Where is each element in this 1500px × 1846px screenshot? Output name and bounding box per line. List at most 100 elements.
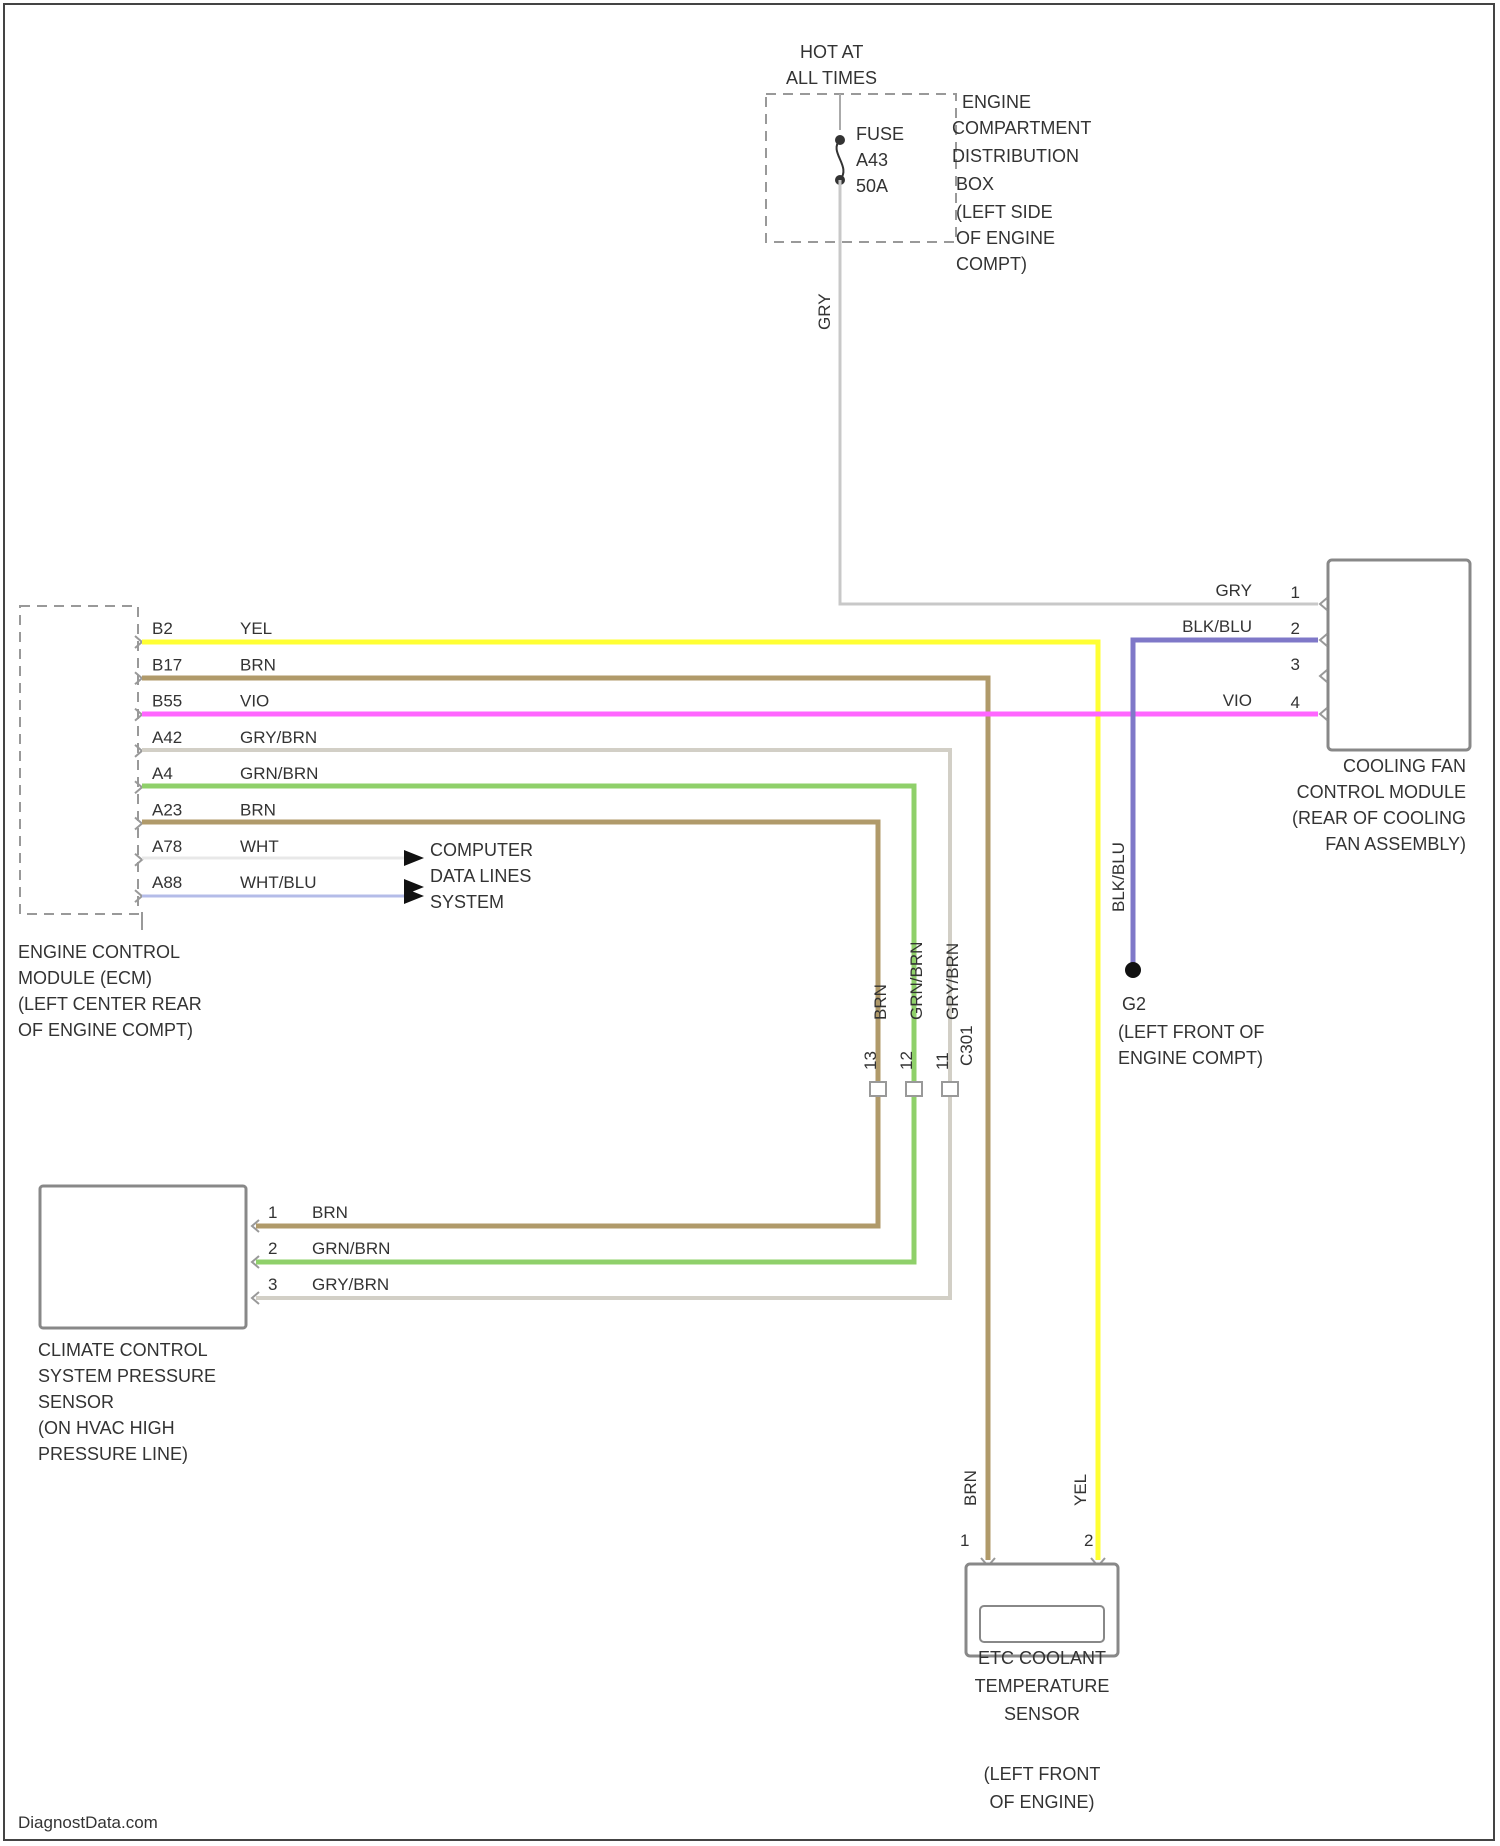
splice-pin-number: 12 <box>897 1051 916 1070</box>
ecm-pin-wire-color: YEL <box>240 619 272 638</box>
splice-terminal <box>870 1082 886 1096</box>
cooling-fan-module-box <box>1328 560 1470 750</box>
splice-terminal <box>906 1082 922 1096</box>
connector-c301-label: C301 <box>957 1025 976 1066</box>
diagram-frame <box>4 4 1494 1840</box>
wire-blk-blu <box>1133 640 1318 970</box>
pressure-sensor-pin-number: 1 <box>268 1203 277 1222</box>
wire-label-blk-blu-vertical: BLK/BLU <box>1109 842 1128 912</box>
connector-pin-mark <box>1320 598 1327 610</box>
fan-module-pin-number: 2 <box>1291 619 1300 638</box>
ground-label-line2: ENGINE COMPT) <box>1118 1048 1263 1068</box>
ecm-label-line3: (LEFT CENTER REAR <box>18 994 202 1014</box>
pressure-sensor-wire-color: BRN <box>312 1203 348 1222</box>
pressure-sensor-pin-number: 2 <box>268 1239 277 1258</box>
pressure-sensor-label-line1: CLIMATE CONTROL <box>38 1340 208 1360</box>
ecm-pin-wire-color: VIO <box>240 692 269 711</box>
ecm-outline <box>20 606 138 914</box>
ecm-pin-wire-color: GRY/BRN <box>240 728 317 747</box>
cooling-fan-module-connector: 1 GRY 2 BLK/BLU 3 4 VIO <box>1182 581 1327 720</box>
pressure-sensor-label-line4: (ON HVAC HIGH <box>38 1418 175 1438</box>
hot-at-all-times-line1: HOT AT <box>800 42 863 62</box>
ect-sensor-label-line2: TEMPERATURE <box>975 1676 1110 1696</box>
splice-wire-color: GRY/BRN <box>943 943 962 1020</box>
ecm-pin-wire-color: BRN <box>240 801 276 820</box>
pressure-sensor-wire-color: GRY/BRN <box>312 1275 389 1294</box>
wire-label-gry-feed: GRY <box>815 293 834 330</box>
watermark: DiagnostData.com <box>18 1813 158 1832</box>
connector-pin-mark <box>1320 708 1327 720</box>
distribution-box-label-line5: (LEFT SIDE <box>956 202 1053 222</box>
ecm-pin-wire-color: GRN/BRN <box>240 764 318 783</box>
connector-pin-mark <box>1320 670 1327 682</box>
data-lines-label-line3: SYSTEM <box>430 892 504 912</box>
ect-sensor-pin-number: 2 <box>1084 1531 1093 1550</box>
splice-terminal <box>942 1082 958 1096</box>
fan-module-wire-color: GRY <box>1215 581 1252 600</box>
ecm-pin-number: B17 <box>152 655 182 674</box>
ect-sensor-wire-color: BRN <box>961 1470 980 1506</box>
pressure-sensor-label-line3: SENSOR <box>38 1392 114 1412</box>
hot-at-all-times-line2: ALL TIMES <box>786 68 877 88</box>
fan-module-pin-number: 4 <box>1291 693 1300 712</box>
distribution-box-label-line4: BOX <box>956 174 994 194</box>
splice-pin-number: 11 <box>933 1052 952 1070</box>
fan-module-wire-color: BLK/BLU <box>1182 617 1252 636</box>
ecm-label-line4: OF ENGINE COMPT) <box>18 1020 193 1040</box>
fan-module-wire-color: VIO <box>1223 691 1252 710</box>
ect-sensor-wire-color: YEL <box>1071 1474 1090 1506</box>
data-lines-label-line1: COMPUTER <box>430 840 533 860</box>
splice-wire-color: BRN <box>871 984 890 1020</box>
wire-gry-brn <box>142 750 950 1298</box>
splice-pin-number: 13 <box>861 1051 880 1070</box>
ecm-label-line2: MODULE (ECM) <box>18 968 152 988</box>
ect-sensor-label-line1: ETC COOLANT <box>978 1648 1106 1668</box>
distribution-box-label-line7: COMPT) <box>956 254 1027 274</box>
connector-pin-mark <box>135 854 142 866</box>
ecm-pin-number: A78 <box>152 837 182 856</box>
connector-pin-mark <box>135 781 142 793</box>
pressure-sensor-label-line5: PRESSURE LINE) <box>38 1444 188 1464</box>
pressure-sensor-wire-color: GRN/BRN <box>312 1239 390 1258</box>
distribution-box-label-line1: ENGINE <box>962 92 1031 112</box>
ect-sensor-connector: BRN 1 YEL 2 <box>960 1470 1105 1566</box>
data-line-arrow-1 <box>404 850 424 866</box>
ground-point <box>1125 962 1141 978</box>
ect-sensor-label-line3: SENSOR <box>1004 1704 1080 1724</box>
ecm-pin-number: B2 <box>152 619 173 638</box>
ect-sensor-label-line4: (LEFT FRONT <box>984 1764 1101 1784</box>
ground-label-line1: (LEFT FRONT OF <box>1118 1022 1264 1042</box>
ect-sensor-label-line5: OF ENGINE) <box>989 1792 1094 1812</box>
fan-module-label-line1: COOLING FAN <box>1343 756 1466 776</box>
fuse-label-line3: 50A <box>856 176 888 196</box>
pressure-sensor-label-line2: SYSTEM PRESSURE <box>38 1366 216 1386</box>
wire-gry-feed <box>840 180 1318 604</box>
ecm-pin-wire-color: WHT/BLU <box>240 873 317 892</box>
fan-module-pin-number: 1 <box>1291 583 1300 602</box>
ecm-pin-number: A88 <box>152 873 182 892</box>
connector-pin-mark <box>1320 634 1327 646</box>
fan-module-pin-number: 3 <box>1291 655 1300 674</box>
data-lines-label-line2: DATA LINES <box>430 866 531 886</box>
distribution-box-label-line2: COMPARTMENT <box>952 118 1091 138</box>
ecm-pin-number: A4 <box>152 764 173 783</box>
connector-pin-mark <box>135 818 142 830</box>
ecm-pin-wire-color: BRN <box>240 655 276 674</box>
ecm-pin-number: B55 <box>152 692 182 711</box>
distribution-box-label-line6: OF ENGINE <box>956 228 1055 248</box>
distribution-box-label-line3: DISTRIBUTION <box>952 146 1079 166</box>
fuse-label-line2: A43 <box>856 150 888 170</box>
fan-module-label-line2: CONTROL MODULE <box>1297 782 1466 802</box>
fan-module-label-line4: FAN ASSEMBLY) <box>1325 834 1466 854</box>
fan-module-label-line3: (REAR OF COOLING <box>1292 808 1466 828</box>
splice-wire-color: GRN/BRN <box>907 942 926 1020</box>
ecm-pin-number: A23 <box>152 801 182 820</box>
ground-id: G2 <box>1122 994 1146 1014</box>
fuse-symbol <box>837 140 844 180</box>
ecm-pin-number: A42 <box>152 728 182 747</box>
ect-sensor-pin-number: 1 <box>960 1531 969 1550</box>
pressure-sensor-box <box>40 1186 246 1328</box>
